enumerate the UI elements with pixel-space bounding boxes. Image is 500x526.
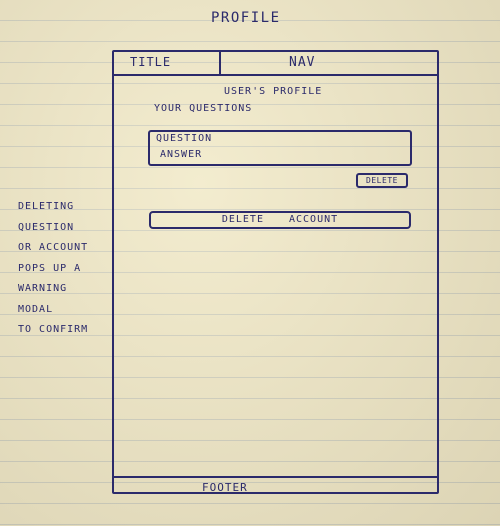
- header-title[interactable]: TITLE: [130, 55, 172, 69]
- footer: FOOTER: [114, 476, 437, 494]
- side-note-line: OR ACCOUNT: [18, 242, 89, 253]
- side-note-line: POPS UP A: [18, 262, 82, 274]
- side-note-line: WARNING: [18, 283, 68, 294]
- questions-heading: YOUR QUESTIONS: [154, 103, 253, 114]
- side-note-line: DELETING: [18, 201, 75, 212]
- question-text: QUESTION: [156, 133, 213, 144]
- answer-text: ANSWER: [160, 149, 203, 160]
- profile-heading: USER'S PROFILE: [224, 86, 323, 97]
- header-divider: [219, 52, 221, 76]
- side-note: DELETING QUESTION OR ACCOUNT POPS UP A W…: [18, 197, 88, 341]
- side-note-line: TO CONFIRM: [18, 324, 89, 335]
- question-card: QUESTION ANSWER: [148, 130, 412, 166]
- page-heading: PROFILE: [211, 10, 281, 26]
- wireframe-frame: TITLE NAV USER'S PROFILE YOUR QUESTIONS …: [112, 50, 439, 494]
- side-note-line: QUESTION: [18, 221, 75, 233]
- header: TITLE NAV: [114, 52, 437, 76]
- delete-question-button[interactable]: DELETE: [356, 173, 408, 188]
- side-note-line: MODAL: [18, 303, 54, 315]
- footer-label: FOOTER: [202, 481, 248, 494]
- header-nav[interactable]: NAV: [289, 55, 316, 70]
- delete-account-button[interactable]: DELETE ACCOUNT: [149, 211, 411, 229]
